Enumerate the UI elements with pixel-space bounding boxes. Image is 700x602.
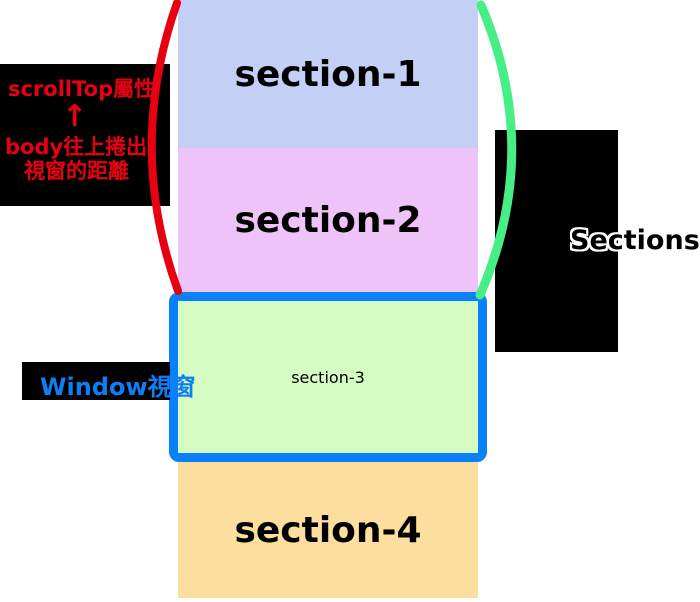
- window-viewport-frame: section-3: [169, 292, 487, 462]
- section-4-label: section-4: [234, 509, 422, 551]
- section-1-block: section-1: [178, 0, 478, 148]
- scrolltop-attr-text: scrollTop屬性: [8, 77, 156, 101]
- window-annotation-text: Window視窗: [40, 373, 196, 401]
- section-3-block: section-3: [178, 301, 478, 453]
- section-3-label: section-3: [291, 367, 365, 387]
- scrolltop-label-box: [0, 64, 170, 206]
- up-arrow-icon: ↑: [62, 99, 88, 134]
- section-2-label: section-2: [234, 199, 422, 241]
- section-4-block: section-4: [178, 462, 478, 598]
- section-2-block: section-2: [178, 148, 478, 292]
- window-label-box: [22, 362, 170, 400]
- sections-annotation-text: Sections: [570, 225, 700, 256]
- scrolltop-desc-line1: body往上捲出: [5, 135, 148, 159]
- section-1-label: section-1: [234, 53, 422, 95]
- scrolltop-desc-line2: 視窗的距離: [24, 159, 129, 183]
